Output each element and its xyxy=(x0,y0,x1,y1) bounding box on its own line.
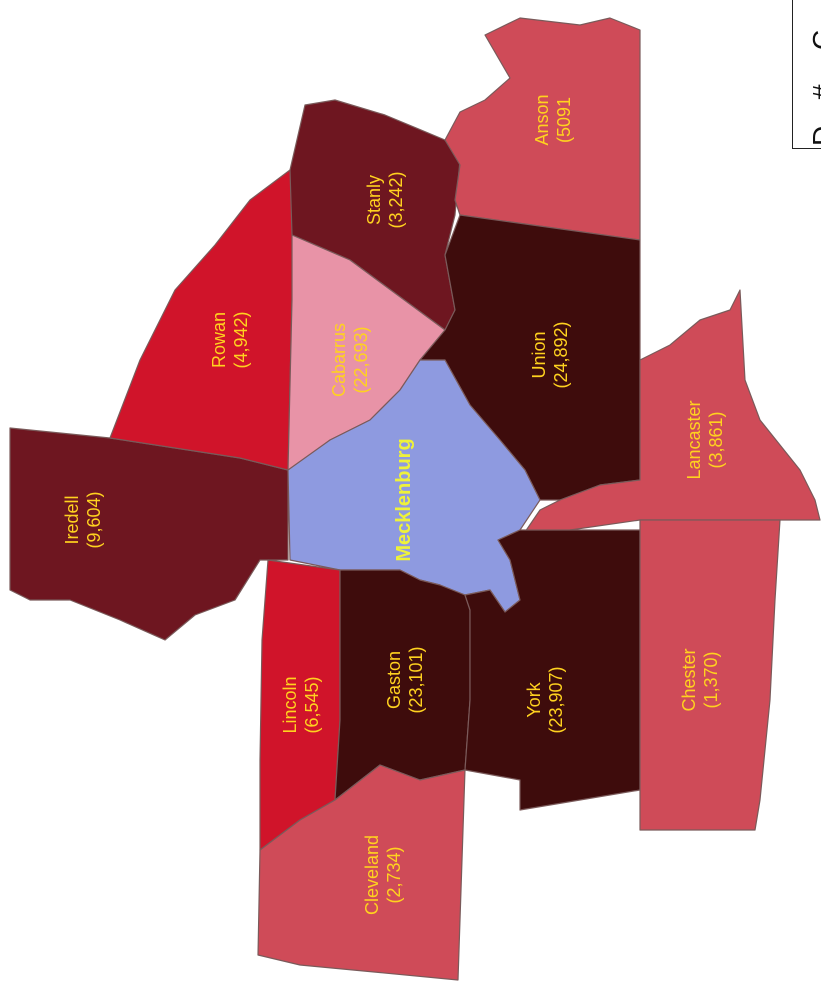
county-value: (5091 xyxy=(554,97,574,143)
county-name: Gaston xyxy=(384,651,404,709)
county-name: Cabarrus xyxy=(329,323,349,397)
county-name: Iredell xyxy=(62,495,82,544)
county-value: (3,242) xyxy=(386,171,406,228)
county-name: Cleveland xyxy=(362,835,382,915)
county-name: Anson xyxy=(532,94,552,145)
county-value: (24,892) xyxy=(551,321,571,388)
county-name: Lincoln xyxy=(280,676,300,733)
county-value: (3,861) xyxy=(706,411,726,468)
label-york: York (23,907) xyxy=(524,666,566,733)
legend-line-1: C xyxy=(807,30,821,50)
county-name: Rowan xyxy=(209,312,229,368)
label-cabarrus: Cabarrus (22,693) xyxy=(329,323,371,397)
label-mecklenburg: Mecklenburg xyxy=(393,438,415,561)
label-gaston: Gaston (23,101) xyxy=(384,646,426,713)
label-stanly: Stanly (3,242) xyxy=(364,171,406,228)
county-value: (23,907) xyxy=(546,666,566,733)
label-cleveland: Cleveland (2,734) xyxy=(362,835,404,915)
label-lancaster: Lancaster (3,861) xyxy=(684,400,726,479)
county-value: (22,693) xyxy=(351,326,371,393)
county-name: York xyxy=(524,681,544,717)
county-value: (6,545) xyxy=(302,676,322,733)
label-union: Union (24,892) xyxy=(529,321,571,388)
label-lincoln: Lincoln (6,545) xyxy=(280,676,322,733)
label-iredell: Iredell (9,604) xyxy=(62,491,104,548)
county-anson[interactable] xyxy=(444,17,641,241)
legend-box: C # D xyxy=(792,0,821,149)
county-rowan[interactable] xyxy=(109,169,301,471)
county-chester[interactable] xyxy=(639,519,781,831)
county-value: (2,734) xyxy=(384,846,404,903)
legend-line-3: D xyxy=(807,126,821,146)
county-value: (23,101) xyxy=(406,646,426,713)
county-name: Chester xyxy=(679,648,699,711)
label-anson: Anson (5091 xyxy=(532,94,574,145)
legend-line-2: # xyxy=(807,84,821,100)
county-name: Union xyxy=(529,331,549,378)
county-name: Stanly xyxy=(364,175,384,225)
county-lancaster[interactable] xyxy=(524,289,821,533)
county-value: (9,604) xyxy=(84,491,104,548)
county-value: (1,370) xyxy=(701,651,721,708)
county-cleveland[interactable] xyxy=(257,764,466,981)
label-chester: Chester (1,370) xyxy=(679,648,721,711)
county-name: Mecklenburg xyxy=(393,438,415,561)
county-name: Lancaster xyxy=(684,400,704,479)
label-rowan: Rowan (4,942) xyxy=(209,311,251,368)
county-value: (4,942) xyxy=(231,311,251,368)
